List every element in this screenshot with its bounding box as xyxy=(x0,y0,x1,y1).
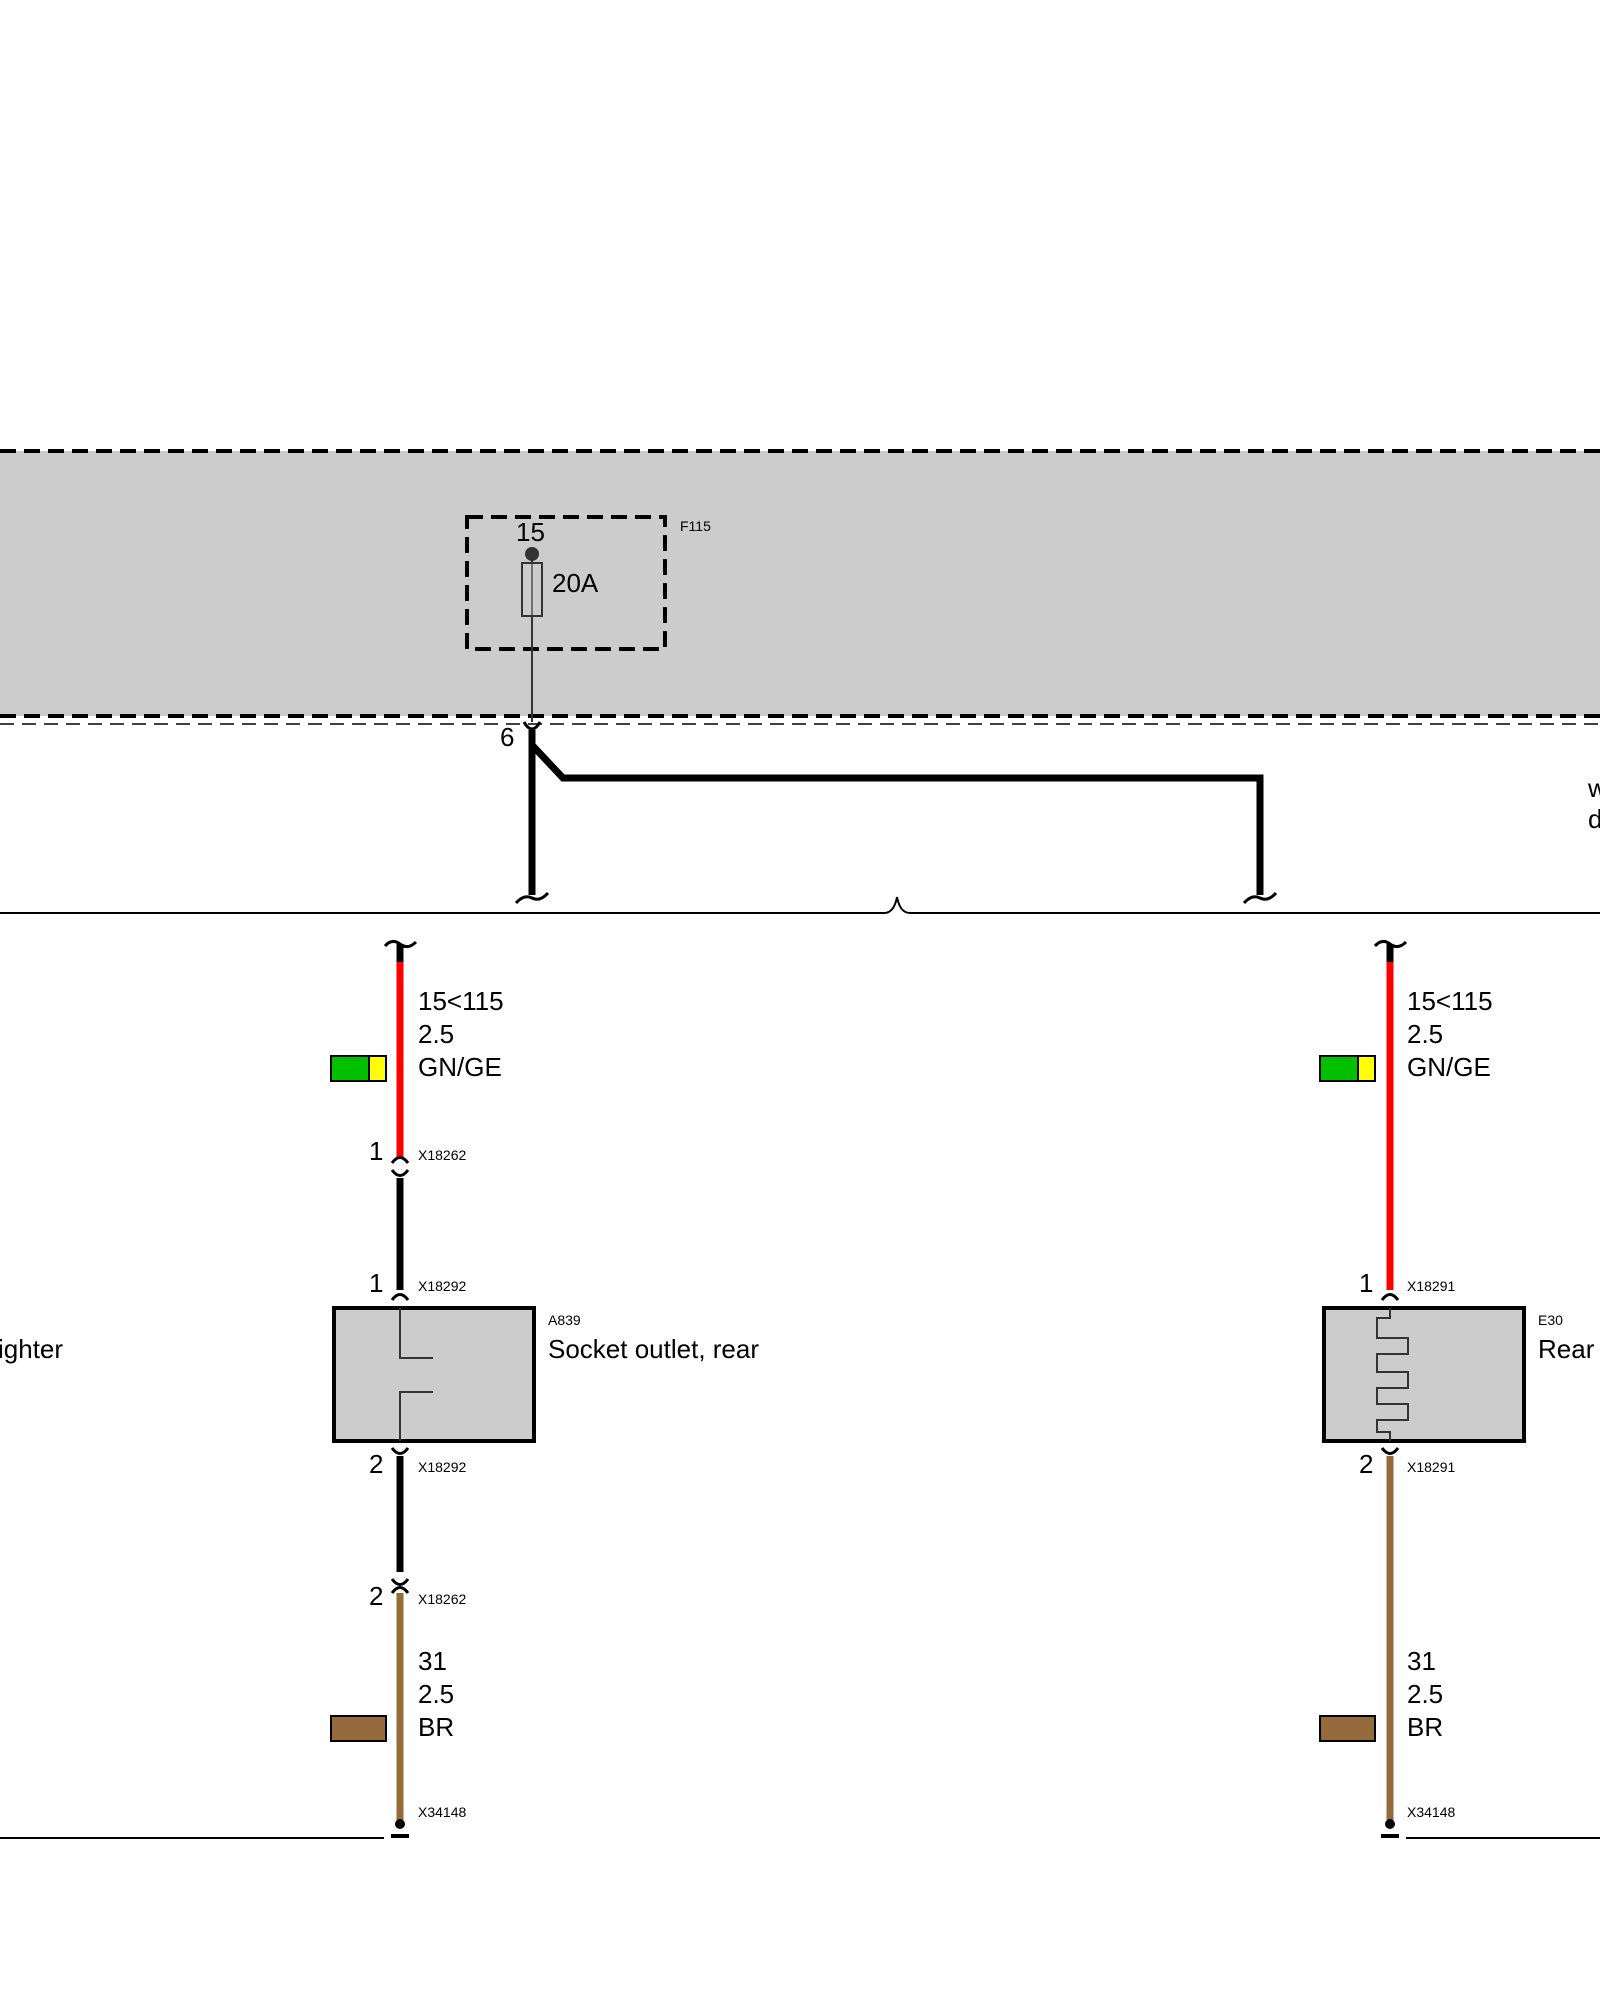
wire-color-swatch-green xyxy=(330,1055,370,1082)
ground-wire-signal-label: 31 xyxy=(418,1646,447,1676)
connector-bottom-pin-icon xyxy=(390,1578,410,1586)
device-name-label: Socket outlet, rear xyxy=(548,1334,759,1364)
distribution-wire xyxy=(514,730,1278,905)
divider-brace-icon xyxy=(883,896,911,914)
fuse-terminal-label: 15 xyxy=(516,517,545,547)
wire-break-icon-left xyxy=(514,891,550,905)
fuse-id-label: F115 xyxy=(680,518,711,534)
wire-color-swatch-yellow-right xyxy=(1357,1055,1376,1082)
ground-point-icon xyxy=(395,1819,405,1829)
ground-wire-gauge-label-right: 2.5 xyxy=(1407,1679,1443,1709)
device-pin1-connector-label: X18292 xyxy=(418,1278,466,1294)
wire-gauge-label-right: 2.5 xyxy=(1407,1019,1443,1049)
connector-bottom-socket-icon xyxy=(390,1586,410,1594)
connector-pin-label: 1 xyxy=(369,1136,383,1166)
fuse-holder-box xyxy=(465,515,667,651)
device-pin2-icon-right xyxy=(1380,1447,1400,1455)
device-pin1-label: 1 xyxy=(369,1268,383,1298)
device-name-label-right: Rear xyxy=(1538,1334,1595,1364)
connector-bottom-pin-label: 2 xyxy=(369,1581,383,1611)
connector-bottom-id-label: X18262 xyxy=(418,1591,466,1607)
fuse-f115: F115 15 20A 6 xyxy=(465,515,711,752)
ground-wire-color-code-label-right: BR xyxy=(1407,1712,1443,1742)
device-pin1-icon-right xyxy=(1380,1293,1400,1301)
device-id-label: A839 xyxy=(548,1312,581,1328)
device-pin2-icon xyxy=(390,1447,410,1455)
fuse-output-pin-icon xyxy=(522,721,542,731)
ground-point-icon-right xyxy=(1385,1819,1395,1829)
wire-gauge-label: 2.5 xyxy=(418,1019,454,1049)
connector-pin-icon xyxy=(390,1156,410,1164)
ground-wire-color-swatch xyxy=(330,1715,387,1742)
power-distribution-module xyxy=(0,449,1600,725)
socket-outlet-icon xyxy=(399,1308,433,1441)
right-edge-text-line2: d xyxy=(1588,804,1600,834)
device-pin2-label-right: 2 xyxy=(1359,1449,1373,1479)
branch-rear-heater: 15<115 2.5 GN/GE 1 X18291 E30 Rear 2 X18… xyxy=(1319,939,1600,1839)
socket-outlet-device xyxy=(332,1306,536,1443)
wire-color-code-label: GN/GE xyxy=(418,1052,502,1082)
ground-wire-color-code-label: BR xyxy=(418,1712,454,1742)
wire-break-icon-right xyxy=(1242,891,1278,905)
fuse-rating-label: 20A xyxy=(552,568,599,598)
device-pin1-label-right: 1 xyxy=(1359,1268,1373,1298)
device-pin2-label: 2 xyxy=(369,1449,383,1479)
left-device-label-fragment: ighter xyxy=(0,1334,63,1364)
continuation-divider xyxy=(0,896,1600,914)
wire-color-code-label-right: GN/GE xyxy=(1407,1052,1491,1082)
connector-socket-icon xyxy=(390,1169,410,1177)
ground-wire-color-swatch-right xyxy=(1319,1715,1376,1742)
module-body xyxy=(0,451,1600,716)
fuse-output-pin-label: 6 xyxy=(500,722,514,752)
distribution-wire-branch xyxy=(529,742,1264,895)
rear-heater-device xyxy=(1322,1306,1526,1443)
device-pin1-icon xyxy=(390,1293,410,1301)
device-pin2-connector-label-right: X18291 xyxy=(1407,1459,1455,1475)
wire-signal-label: 15<115 xyxy=(418,986,504,1016)
device-id-label-right: E30 xyxy=(1538,1312,1563,1328)
connector-id-label: X18262 xyxy=(418,1147,466,1163)
wire-color-swatch-yellow xyxy=(368,1055,387,1082)
wire-color-swatch-green-right xyxy=(1319,1055,1359,1082)
ground-wire-gauge-label: 2.5 xyxy=(418,1679,454,1709)
branch-socket-outlet: 15<115 2.5 GN/GE 1 X18262 1 X18292 A839 … xyxy=(0,939,759,1839)
wire-signal-label-right: 15<115 xyxy=(1407,986,1493,1016)
heating-element-icon xyxy=(1376,1308,1409,1441)
device-pin2-connector-label: X18292 xyxy=(418,1459,466,1475)
right-edge-text-line1: w xyxy=(1587,773,1600,803)
ground-wire-signal-label-right: 31 xyxy=(1407,1646,1436,1676)
ground-id-label-right: X34148 xyxy=(1407,1804,1455,1820)
device-pin1-connector-label-right: X18291 xyxy=(1407,1278,1455,1294)
ground-id-label: X34148 xyxy=(418,1804,466,1820)
